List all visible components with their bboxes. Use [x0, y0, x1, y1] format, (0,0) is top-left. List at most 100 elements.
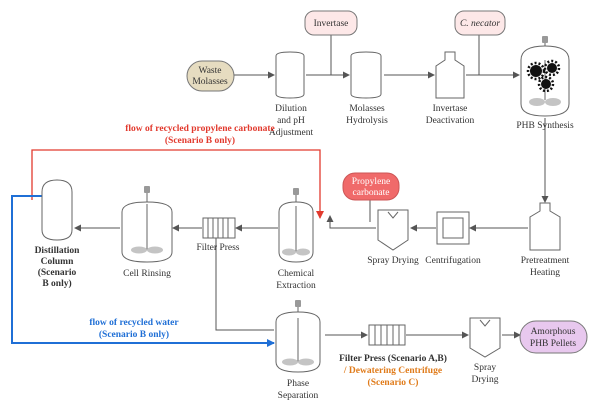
centrifugation-label: Centrifugation: [425, 255, 481, 266]
output-label: PHB Pellets: [530, 339, 576, 349]
svg-text:Molasses: Molasses: [192, 77, 228, 87]
extraction-label: Extraction: [276, 281, 316, 291]
c-necator-label: C. necator: [460, 19, 500, 29]
waste-molasses-label: Waste: [199, 66, 222, 76]
deactivation-vessel: Invertase Deactivation: [426, 51, 475, 126]
propylene-carbonate-label: Propylene: [352, 177, 391, 187]
impeller-icon: [282, 248, 310, 256]
svg-text:Dilution: Dilution: [275, 104, 307, 114]
waste-molasses-bubble: Waste Molasses: [186, 60, 235, 92]
svg-text:Spray: Spray: [474, 363, 496, 373]
water-recycle-annotation: flow of recycled water (Scenario B only): [89, 318, 179, 340]
bacteria-icon: [526, 59, 561, 93]
centrifuge: Centrifugation: [425, 211, 481, 266]
svg-text:(Scenario B only): (Scenario B only): [165, 135, 235, 146]
dilution-label: Dilution: [275, 104, 307, 114]
hydrolysis-label: Hydrolysis: [346, 116, 388, 126]
svg-text:Waste: Waste: [199, 66, 222, 76]
dilution-label: and pH: [277, 116, 305, 126]
process-arrows: [74, 35, 549, 339]
svg-text:Phase: Phase: [287, 379, 309, 389]
c-necator-bubble: C. necator: [454, 10, 506, 36]
spray-dryer-1: Spray Drying: [367, 209, 419, 266]
phase-separation-label: Separation: [278, 391, 319, 401]
svg-text:Molasses: Molasses: [349, 104, 385, 114]
svg-text:flow of recycled propylene car: flow of recycled propylene carbonate: [125, 124, 275, 134]
svg-text:Distillation: Distillation: [35, 246, 81, 256]
svg-text:(Scenario B only): (Scenario B only): [99, 329, 169, 340]
dewatering-label: / Dewatering Centrifuge: [343, 366, 442, 376]
extraction-reactor: Chemical Extraction: [276, 188, 316, 291]
svg-text:(Scenario: (Scenario: [38, 267, 77, 278]
filter-press-2: Filter Press (Scenario A,B) / Dewatering…: [339, 324, 447, 388]
pretreatment-label: Pretreatment: [521, 256, 570, 266]
propylene-recycle-label: (Scenario B only): [165, 135, 235, 146]
output-label: Amorphous: [531, 327, 576, 337]
propylene-recycle-line: [31, 149, 324, 219]
spray-drying-label: Spray Drying: [367, 256, 419, 266]
spray-drying-2-label: Spray: [474, 363, 496, 373]
propylene-carbonate-bubble: Propylene carbonate: [342, 172, 400, 201]
water-recycle-label: flow of recycled water: [89, 318, 179, 328]
water-recycle-line: [11, 195, 275, 347]
impeller-icon: [131, 246, 163, 254]
svg-text:Drying: Drying: [472, 375, 499, 385]
phb-reactor: PHB Synthesis: [516, 36, 574, 131]
filter-press-label: Filter Press: [196, 243, 239, 253]
amorphous-phb-bubble: Amorphous PHB Pellets: [519, 320, 588, 354]
phase-separation-label: Phase: [287, 379, 309, 389]
phb-synthesis-label: PHB Synthesis: [516, 121, 574, 131]
filter-press-2-label: Filter Press (Scenario A,B): [339, 353, 447, 364]
svg-text:Chemical: Chemical: [278, 269, 315, 279]
hydrolysis-label: Molasses: [349, 104, 385, 114]
pretreatment-vessel: Pretreatment Heating: [521, 202, 570, 278]
svg-text:Hydrolysis: Hydrolysis: [346, 116, 388, 126]
svg-text:Deactivation: Deactivation: [426, 116, 475, 126]
extraction-label: Chemical: [278, 269, 315, 279]
cell-rinsing-label: Cell Rinsing: [123, 269, 171, 279]
svg-text:Heating: Heating: [530, 268, 560, 278]
rinsing-reactor: Cell Rinsing: [121, 186, 173, 279]
spray-drying-2-label: Drying: [472, 375, 499, 385]
deactivation-label: Deactivation: [426, 116, 475, 126]
phase-separation-reactor: Phase Separation: [275, 300, 321, 401]
propylene-recycle-annotation: flow of recycled propylene carbonate (Sc…: [125, 124, 275, 146]
svg-text:Amorphous: Amorphous: [531, 327, 576, 337]
pretreatment-label: Heating: [530, 268, 560, 278]
svg-text:carbonate: carbonate: [353, 188, 390, 198]
impeller-icon: [282, 358, 314, 366]
svg-text:Invertase: Invertase: [433, 104, 468, 114]
invertase-bubble: Invertase: [304, 10, 358, 36]
svg-text:PHB Pellets: PHB Pellets: [530, 339, 576, 349]
hydrolysis-tank: Molasses Hydrolysis: [346, 51, 388, 126]
distillation-label: (Scenario: [38, 267, 77, 278]
svg-text:Adjustment: Adjustment: [269, 128, 314, 138]
svg-text:Separation: Separation: [278, 391, 319, 401]
filter-press-1: Filter Press: [196, 217, 240, 253]
distillation-label: B only): [42, 278, 71, 289]
waste-molasses-label: Molasses: [192, 77, 228, 87]
svg-text:Propylene: Propylene: [352, 177, 391, 187]
dilution-label: Adjustment: [269, 128, 314, 138]
propylene-carbonate-label: carbonate: [353, 188, 390, 198]
svg-text:/ Dewatering Centrifuge: / Dewatering Centrifuge: [343, 366, 442, 376]
distillation-label: Column: [41, 257, 74, 267]
svg-text:Column: Column: [41, 257, 74, 267]
dewatering-label: (Scenario C): [368, 377, 419, 388]
svg-text:(Scenario C): (Scenario C): [368, 377, 419, 388]
spray-dryer-2: Spray Drying: [469, 317, 501, 385]
propylene-recycle-label: flow of recycled propylene carbonate: [125, 124, 275, 134]
dilution-tank: Dilution and pH Adjustment: [269, 51, 314, 138]
svg-text:Pretreatment: Pretreatment: [521, 256, 570, 266]
svg-text:B only): B only): [42, 278, 71, 289]
svg-text:flow of recycled water: flow of recycled water: [89, 318, 179, 328]
distillation-column: Distillation Column (Scenario B only): [35, 179, 81, 289]
water-recycle-label: (Scenario B only): [99, 329, 169, 340]
invertase-label: Invertase: [314, 19, 349, 29]
svg-text:Extraction: Extraction: [276, 281, 316, 291]
svg-text:and pH: and pH: [277, 116, 305, 126]
impeller-icon: [529, 98, 561, 106]
distillation-label: Distillation: [35, 246, 81, 256]
deactivation-label: Invertase: [433, 104, 468, 114]
